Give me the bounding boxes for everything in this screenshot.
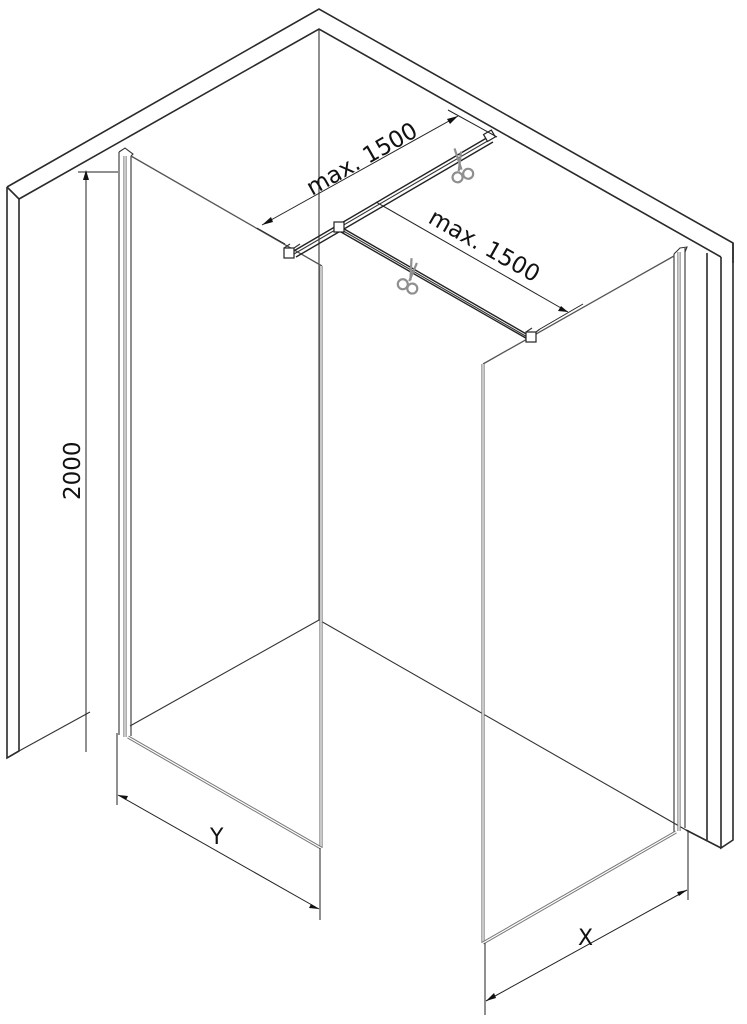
bar-2-tee-connector (333, 221, 345, 233)
dimension-y: Y (116, 733, 321, 920)
dimension-height: 2000 (60, 170, 118, 752)
support-bar-2 (333, 221, 541, 343)
wall-top-outer-edge (6, 8, 734, 263)
floor-right-line (318, 619, 687, 831)
right-wall-bottom (685, 829, 722, 849)
dimension-label-bar-1: max. 1500 (302, 118, 422, 201)
bar-1-wall-mount (482, 129, 497, 143)
left-wall-face (6, 187, 20, 760)
bar-1-glass-clamp (283, 247, 295, 259)
right-profile-cap (673, 246, 688, 255)
scissors-icon (451, 148, 475, 184)
right-glass-top (482, 255, 675, 365)
dimension-label-y: Y (209, 825, 224, 850)
dimension-label-bar-2: max. 1500 (424, 205, 544, 288)
dimension-label-x: X (578, 926, 593, 951)
left-wall-floor (18, 711, 91, 752)
left-glass-panel (118, 147, 323, 850)
right-glass-panel (481, 246, 688, 945)
room-walls (6, 8, 734, 850)
right-wall-face (720, 243, 734, 850)
bar-2-glass-clamp (525, 331, 537, 343)
left-profile-cap (118, 147, 134, 157)
dimension-x: X (484, 830, 689, 1015)
left-wall-corner (6, 186, 20, 200)
floor-left-line (129, 619, 320, 727)
dimension-label-height: 2000 (60, 441, 86, 500)
scissors-icon (396, 258, 419, 295)
